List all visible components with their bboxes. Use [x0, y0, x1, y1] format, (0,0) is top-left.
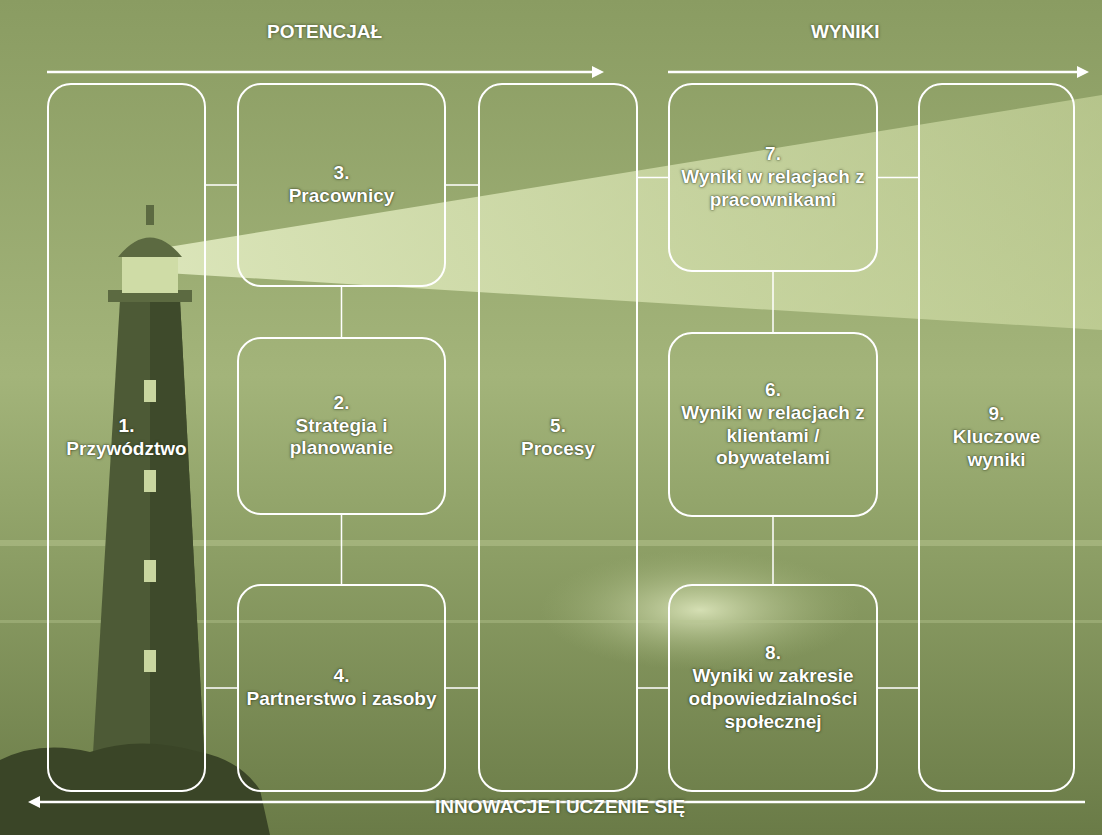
connector-line: [878, 687, 918, 689]
caf-criterion-box: 4.Partnerstwo i zasoby: [237, 584, 446, 792]
criterion-number: 3.: [334, 162, 350, 185]
section-label: POTENCJAŁ: [267, 21, 382, 43]
criterion-number: 5.: [550, 415, 566, 438]
connector-line: [772, 517, 774, 584]
connector-line: [878, 688, 918, 689]
connector-line: [341, 287, 343, 337]
connector-line: [638, 177, 668, 179]
connector-line: [206, 184, 237, 186]
criterion-name: Kluczowe wyniki: [926, 426, 1067, 472]
connector-line: [878, 177, 918, 179]
criterion-number: 2.: [334, 392, 350, 415]
criterion-number: 7.: [765, 143, 781, 166]
caf-criterion-box: 7.Wyniki w relacjach z pracownikami: [668, 83, 878, 272]
criterion-number: 8.: [765, 642, 781, 665]
section-label: INNOWACJE I UCZENIE SIĘ: [435, 796, 685, 818]
criterion-name: Partnerstwo i zasoby: [246, 688, 436, 711]
connector-line: [206, 688, 237, 689]
results-arrow: [668, 71, 1081, 74]
connector-line: [773, 272, 774, 332]
criterion-name: Przywództwo: [66, 438, 186, 461]
connector-line: [638, 177, 668, 178]
connector-line: [446, 688, 478, 689]
connector-line: [206, 687, 237, 689]
connector-line: [878, 177, 918, 178]
criterion-name: Wyniki w zakresie odpowiedzialności społ…: [676, 665, 870, 733]
connector-line: [772, 272, 774, 332]
arrow-head: [1077, 66, 1089, 78]
connector-line: [206, 185, 237, 186]
connector-line: [341, 287, 342, 337]
caf-criterion-box: 3.Pracownicy: [237, 83, 446, 287]
caf-criterion-box: 8.Wyniki w zakresie odpowiedzialności sp…: [668, 584, 878, 792]
criterion-name: Wyniki w relacjach z pracownikami: [676, 166, 870, 212]
arrow-head: [592, 66, 604, 78]
caf-criterion-box: 2.Strategia i planowanie: [237, 337, 446, 515]
criterion-name: Procesy: [521, 438, 595, 461]
connector-line: [446, 687, 478, 689]
criterion-number: 9.: [989, 403, 1005, 426]
criterion-name: Wyniki w relacjach z klientami / obywate…: [676, 402, 870, 470]
connector-line: [446, 185, 478, 186]
connector-line: [341, 515, 342, 584]
caf-criterion-box: 6.Wyniki w relacjach z klientami / obywa…: [668, 332, 878, 517]
connector-line: [341, 515, 343, 584]
connector-line: [638, 687, 668, 689]
lighthouse: [92, 205, 205, 770]
rocks: [0, 744, 270, 835]
connector-line: [638, 688, 668, 689]
caf-criterion-box: 5.Procesy: [478, 83, 638, 792]
arrow-head: [28, 796, 40, 808]
section-label: WYNIKI: [811, 21, 880, 43]
potential-arrow: [47, 71, 596, 74]
connector-line: [446, 184, 478, 186]
criterion-number: 4.: [334, 665, 350, 688]
criterion-number: 1.: [119, 415, 135, 438]
criterion-name: Pracownicy: [289, 185, 395, 208]
criterion-number: 6.: [765, 379, 781, 402]
caf-criterion-box: 1.Przywództwo: [47, 83, 206, 792]
connector-line: [773, 517, 774, 584]
caf-criterion-box: 9.Kluczowe wyniki: [918, 83, 1075, 792]
criterion-name: Strategia i planowanie: [245, 415, 438, 461]
